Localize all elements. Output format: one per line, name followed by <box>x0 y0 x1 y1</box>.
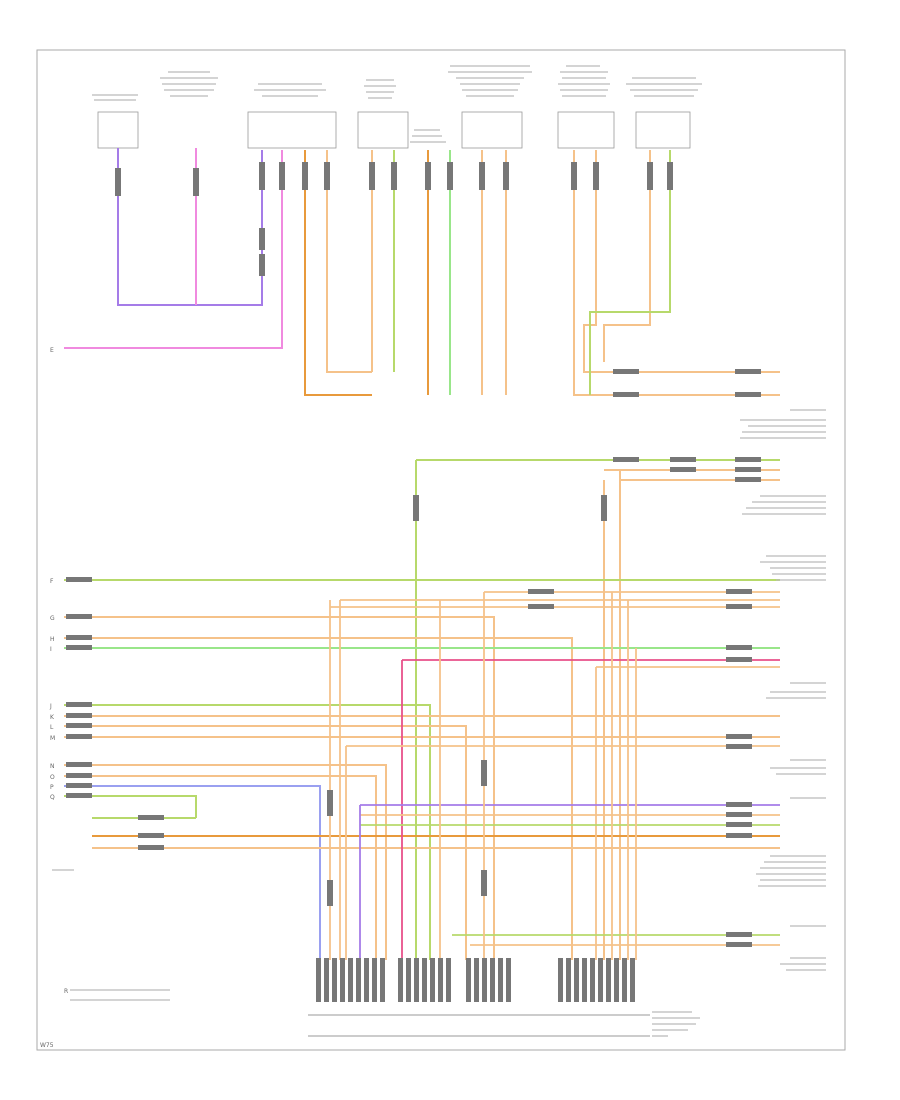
wire-id: M <box>50 735 55 742</box>
wire-id: R <box>64 988 68 995</box>
component-box-8 <box>635 111 691 149</box>
wire-orange-9 <box>603 150 651 362</box>
wire-orange-1 <box>304 150 372 396</box>
wire-id: G <box>50 615 55 622</box>
page-ref: W75 <box>40 1042 54 1049</box>
component-box-6 <box>461 111 523 149</box>
wire-orange-2 <box>326 150 372 373</box>
component-box-7 <box>557 111 615 149</box>
wire-orange-8 <box>583 150 780 373</box>
component-box-3 <box>247 111 337 149</box>
right-captions <box>52 409 826 1037</box>
diagram-frame <box>36 49 846 1051</box>
left-bus <box>64 579 780 960</box>
wire-id: Q <box>50 794 55 801</box>
wire-green-2 <box>589 150 671 395</box>
component-captions <box>92 65 702 143</box>
top-connectors <box>115 162 673 276</box>
wire-violet-1 <box>117 148 263 306</box>
wire-id: F <box>50 578 54 585</box>
wire-pink-2 <box>64 150 283 349</box>
wire-id: E <box>50 347 54 354</box>
wire-id: K <box>50 714 55 721</box>
wire-id: P <box>50 784 54 791</box>
wire-id: L <box>50 724 54 731</box>
component-box-1 <box>97 111 139 149</box>
wire-id: O <box>50 774 55 781</box>
component-box-4 <box>357 111 409 149</box>
wire-id: H <box>50 636 55 643</box>
top-wires <box>64 148 780 396</box>
wire-id: J <box>49 703 52 710</box>
wire-orange-7 <box>573 150 780 396</box>
right-wires <box>415 459 780 960</box>
left-wire-ids: E F G H I J K L M N O P Q R <box>49 347 68 995</box>
bottom-connector <box>308 958 650 1037</box>
wire-id: N <box>50 763 55 770</box>
top-components <box>92 65 702 149</box>
wire-id: I <box>50 646 52 653</box>
right-connectors <box>66 369 761 947</box>
